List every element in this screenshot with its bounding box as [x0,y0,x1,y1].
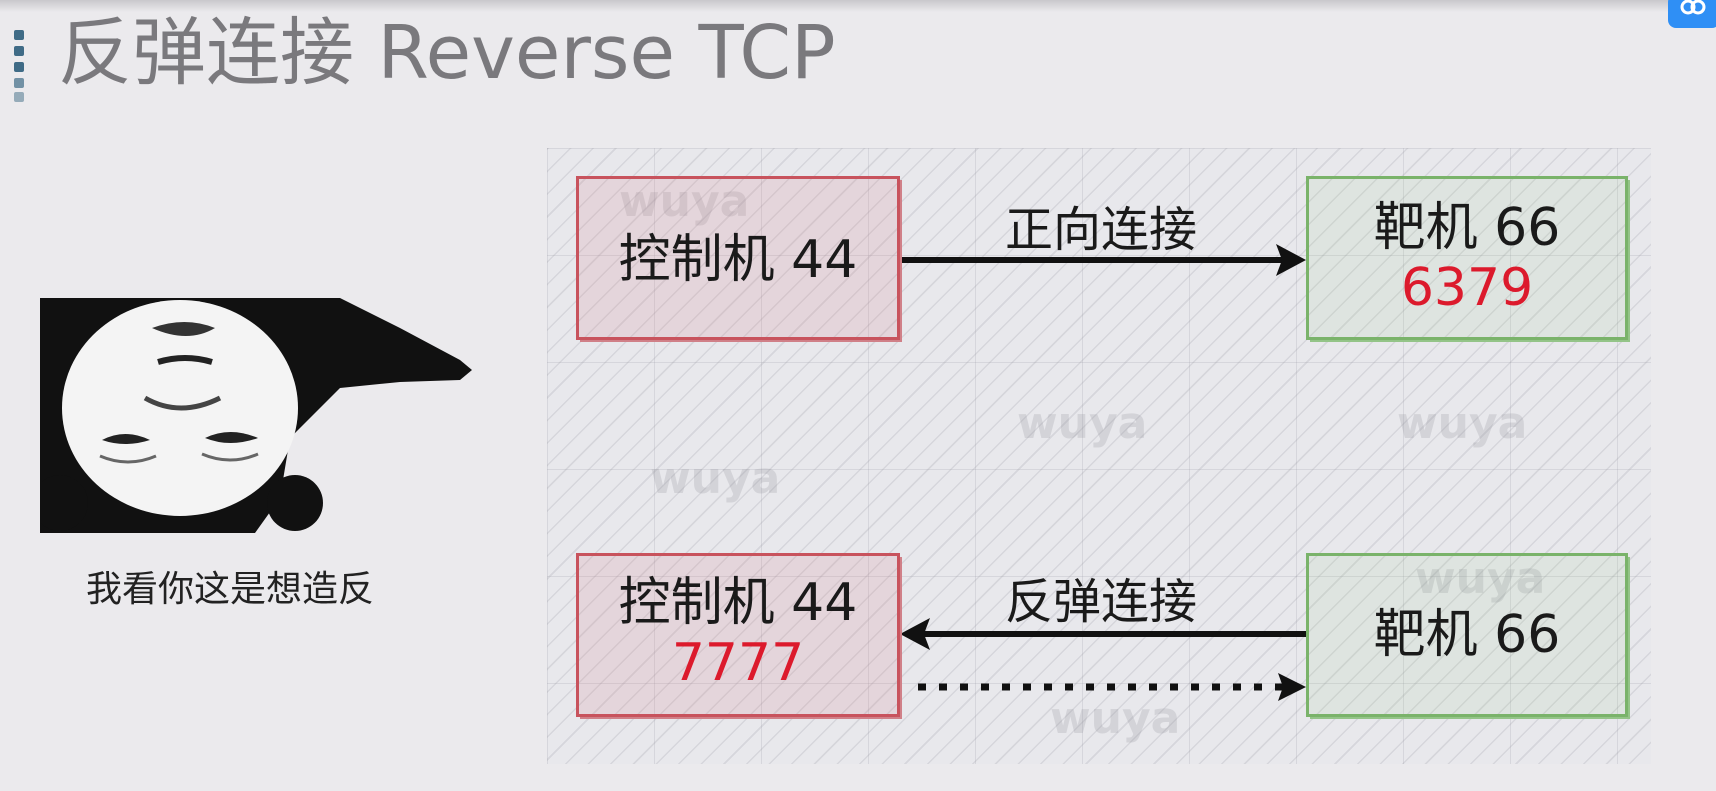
node-name: 靶机 66 [1373,605,1561,665]
title-accent-bar [14,30,26,102]
top-strip [0,0,1716,12]
watermark: wuya [1415,553,1546,604]
controller-node-forward: 控制机 44 [576,176,900,340]
watermark: wuya [619,176,750,227]
watermark: wuya [1050,693,1181,744]
link-icon[interactable] [1668,0,1716,28]
watermark: wuya [650,453,781,504]
diagram-canvas: wuya wuya wuya wuya wuya wuya [547,148,1651,764]
panda-meme-image [32,298,480,533]
controller-node-reverse: 控制机 44 7777 [576,553,900,717]
forward-connection-label: 正向连接 [1005,202,1198,258]
meme-caption: 我看你这是想造反 [85,569,374,610]
watermark: wuya [1397,398,1528,449]
target-node-forward: 靶机 66 6379 [1306,176,1628,340]
watermark: wuya [1017,398,1148,449]
port-number: 6379 [1400,257,1534,318]
node-name: 靶机 66 [1373,198,1561,258]
port-number: 7777 [671,632,805,693]
reverse-connection-label: 反弹连接 [1005,574,1198,630]
target-node-reverse: 靶机 66 [1306,553,1628,717]
node-name: 控制机 44 [618,230,858,290]
page-title: 反弹连接 Reverse TCP [58,10,836,96]
node-name: 控制机 44 [618,573,858,633]
